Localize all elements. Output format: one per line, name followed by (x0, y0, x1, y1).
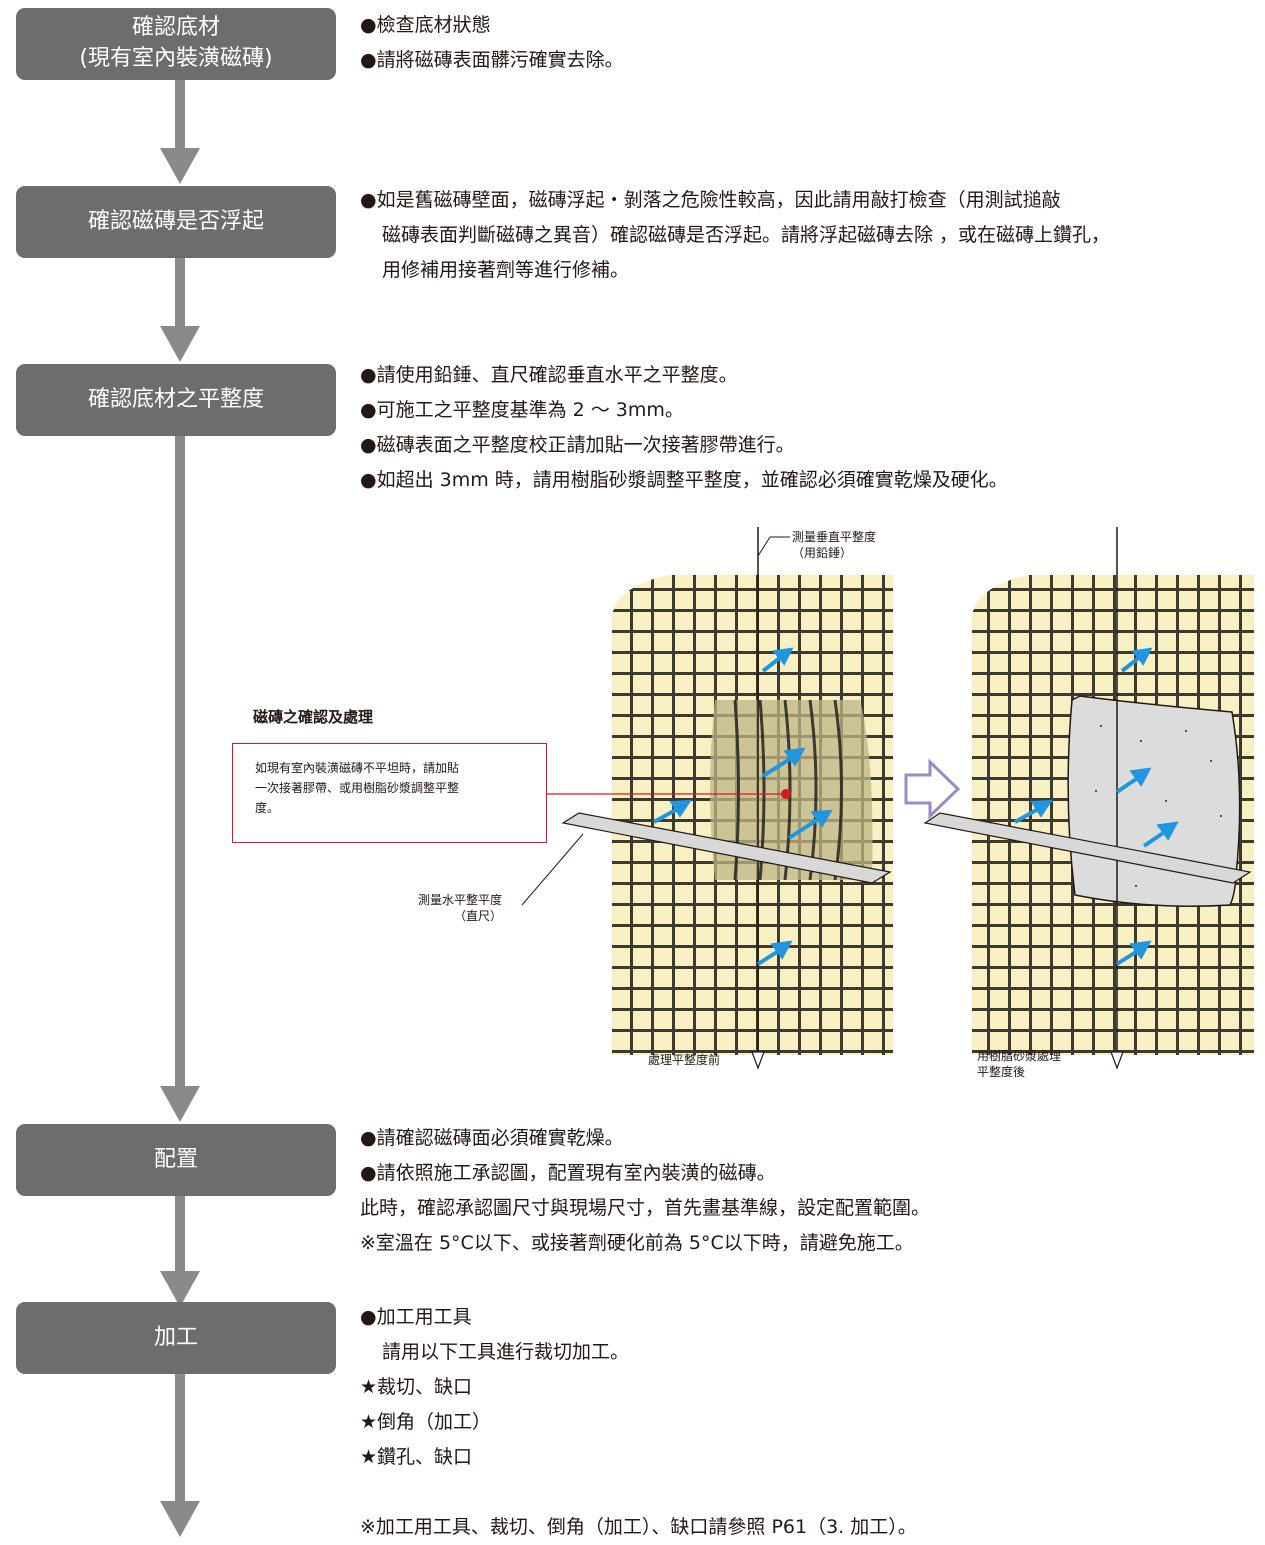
step-title: 確認磁磚是否浮起 (87, 208, 264, 234)
flow-arrow-5 (160, 1501, 200, 1537)
desc-line: ●如超出 3mm 時，請用樹脂砂漿調整平整度，並確認必須確實乾燥及硬化。 (360, 469, 1008, 491)
flow-line-1 (175, 80, 185, 155)
desc-line: 用修補用接著劑等進行修補。 (382, 259, 630, 281)
callout-line: 如現有室內裝潢磁磚不平坦時，請加貼 (255, 761, 460, 775)
desc-line: ●請確認磁磚面必須確實乾燥。 (360, 1127, 624, 1149)
level-label: 測量水平整平度 （直尺） (418, 893, 503, 923)
desc-line: ●請使用鉛錘、直尺確認垂直水平之平整度。 (360, 364, 738, 386)
plumb-label: 測量垂直平整度 （用鉛錘） (792, 530, 877, 560)
flow-line-5 (175, 1374, 185, 1509)
step-title: 加工 (153, 1324, 198, 1350)
step-box-check-substrate: 確認底材 (現有室內裝潢磁磚) (16, 8, 336, 80)
step-box-processing: 加工 (16, 1302, 336, 1374)
level-ruler-left (561, 812, 892, 884)
callout-box: 如現有室內裝潢磁磚不平坦時，請加貼 一次接著膠帶、或用樹脂砂漿調整平整 度。 (232, 743, 547, 843)
plumb-bob-left (751, 1051, 765, 1070)
step5-description: ●加工用工具 請用以下工具進行裁切加工。 ★裁切、缺口 ★倒角（加工） ★鑽孔、… (360, 1300, 917, 1545)
arrow-icon (653, 647, 833, 966)
desc-line: ★倒角（加工） (360, 1411, 492, 1433)
flow-line-2 (175, 258, 185, 333)
after-label: 用樹脂砂漿處理 平整度後 (977, 1049, 1062, 1079)
step-subtitle: (現有室內裝潢磁磚) (79, 46, 273, 71)
flow-arrow-2 (160, 326, 200, 362)
step-box-check-flatness: 確認底材之平整度 (16, 364, 336, 436)
desc-line: ●請將磁磚表面髒污確實去除。 (360, 49, 624, 71)
step3-description: ●請使用鉛錘、直尺確認垂直水平之平整度。 ●可施工之平整度基準為 2 〜 3mm… (360, 358, 1008, 498)
desc-line: 請用以下工具進行裁切加工。 (382, 1341, 630, 1363)
desc-line: ●如是舊磁磚壁面，磁磚浮起・剝落之危險性較高，因此請用敲打檢查（用測試搥敲 (360, 189, 1061, 211)
step4-description: ●請確認磁磚面必須確實乾燥。 ●請依照施工承認圖，配置現有室內裝潢的磁磚。 此時… (360, 1121, 930, 1261)
step-box-check-lifting: 確認磁磚是否浮起 (16, 186, 336, 258)
desc-line: ★鑽孔、缺口 (360, 1446, 473, 1468)
flow-line-4 (175, 1196, 185, 1278)
arrow-icon (1014, 647, 1179, 966)
next-arrow-icon (904, 758, 961, 820)
desc-line: ●檢查底材狀態 (360, 14, 491, 36)
desc-line: 磁磚表面判斷磁磚之異音）確認磁磚是否浮起。請將浮起磁磚去除 ，或在磁磚上鑽孔， (382, 224, 1111, 246)
step2-description: ●如是舊磁磚壁面，磁磚浮起・剝落之危險性較高，因此請用敲打檢查（用測試搥敲 磁磚… (360, 183, 1110, 288)
plumb-bob-right (1110, 1051, 1124, 1070)
desc-line: ※室溫在 5°C以下、或接著劑硬化前為 5°C以下時，請避免施工。 (360, 1232, 914, 1254)
level-ruler-right (923, 812, 1252, 884)
step-title: 確認底材之平整度 (87, 386, 264, 412)
flow-line-3 (175, 436, 185, 1093)
flow-arrow-1 (160, 148, 200, 184)
callout-title: 磁磚之確認及處理 (253, 708, 374, 726)
before-wall-panel (612, 575, 893, 1055)
desc-line: ※加工用工具、裁切、倒角（加工）、缺口請參照 P61（3. 加工）。 (360, 1516, 917, 1538)
desc-line: ●請依照施工承認圖，配置現有室內裝潢的磁磚。 (360, 1162, 776, 1184)
desc-line: ●加工用工具 (360, 1306, 472, 1328)
step-title: 確認底材 (131, 15, 220, 41)
callout-dot (781, 789, 791, 799)
step-box-layout: 配置 (16, 1124, 336, 1196)
step1-description: ●檢查底材狀態 ●請將磁磚表面髒污確實去除。 (360, 8, 624, 78)
desc-line: 此時，確認承認圖尺寸與現場尺寸，首先畫基準線，設定配置範圍。 (360, 1197, 931, 1219)
flow-arrow-4 (160, 1271, 200, 1307)
before-label: 處理平整度前 (648, 1053, 721, 1067)
desc-line: ●磁磚表面之平整度校正請加貼一次接著膠帶進行。 (360, 434, 795, 456)
callout-line: 度。 (255, 801, 280, 815)
desc-line: ●可施工之平整度基準為 2 〜 3mm。 (360, 399, 684, 421)
callout-line: 一次接著膠帶、或用樹脂砂漿調整平整 (255, 781, 460, 795)
step-title: 配置 (153, 1146, 198, 1172)
flow-arrow-3 (160, 1086, 200, 1122)
desc-line: ★裁切、缺口 (360, 1376, 473, 1398)
